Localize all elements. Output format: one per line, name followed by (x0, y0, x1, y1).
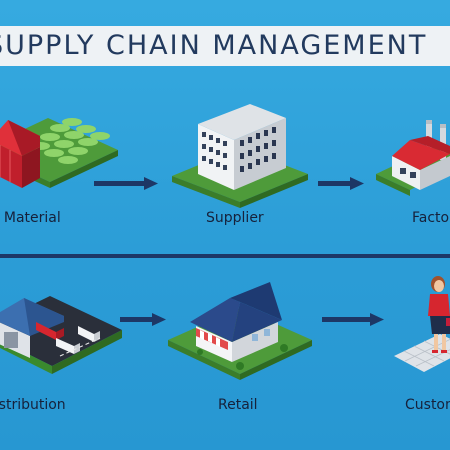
flow-arrows (94, 177, 384, 326)
raw-material-illustration (0, 118, 118, 188)
label-supplier: Supplier (206, 210, 264, 226)
label-customer: Customer (405, 397, 450, 413)
retail-illustration (168, 282, 312, 380)
supplier-illustration (172, 104, 308, 208)
arrow-distribution-to-retail (120, 313, 166, 326)
row-divider (0, 254, 450, 258)
diagram-title: SUPPLY CHAIN MANAGEMENT (0, 30, 428, 61)
arrow-supplier-to-factory (318, 177, 364, 190)
customer-illustration (394, 276, 450, 372)
label-retail: Retail (218, 397, 258, 413)
arrow-raw-to-supplier (94, 177, 158, 190)
label-raw-material: Raw Material (0, 210, 61, 226)
distribution-illustration (0, 296, 122, 374)
label-distribution: Distribution (0, 397, 66, 413)
title-banner: SUPPLY CHAIN MANAGEMENT (0, 26, 450, 66)
factory-illustration (376, 120, 450, 196)
label-factory: Factory (412, 210, 450, 226)
arrow-retail-to-customer (322, 313, 384, 326)
